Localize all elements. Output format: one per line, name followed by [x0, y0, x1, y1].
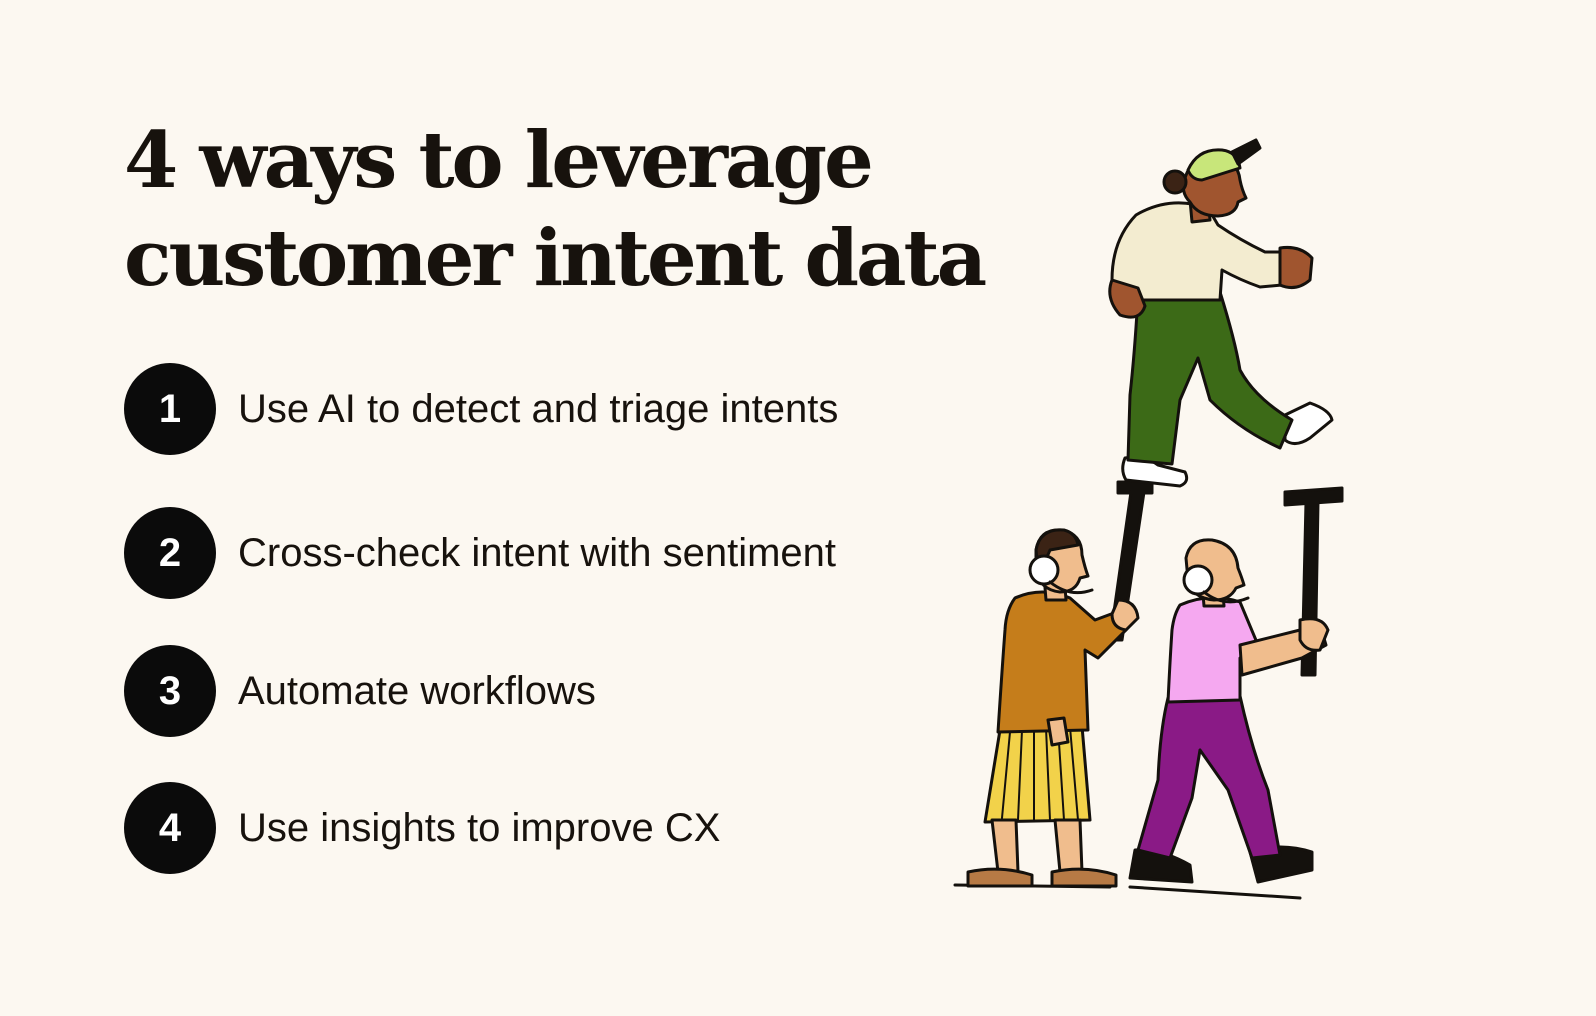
hand-left-lower [1046, 716, 1070, 747]
ground-line-right [1128, 885, 1302, 900]
page-title-line-1: 4 ways to leverage [124, 115, 874, 206]
shoe-front [1283, 401, 1334, 445]
pants-purple [1136, 694, 1282, 860]
hand-left-person [1110, 598, 1140, 632]
list-item: 3 Automate workflows [124, 643, 596, 739]
sweater-brown [996, 590, 1128, 734]
skirt-pleats [1001, 726, 1079, 821]
headset-right-icon [1182, 564, 1214, 596]
list-item: 1 Use AI to detect and triage intents [124, 361, 838, 457]
headset-mic-right [1202, 590, 1250, 604]
cap-brim [1230, 138, 1262, 166]
leg-left-b [1053, 818, 1084, 874]
list-item-label: Automate workflows [238, 668, 596, 713]
hand-back [1108, 278, 1147, 319]
leg-left-a [990, 818, 1020, 874]
hair-bun [1162, 169, 1188, 195]
hand-front [1278, 246, 1314, 290]
team-stilts-illustration [940, 130, 1370, 915]
list-item: 4 Use insights to improve CX [124, 780, 720, 876]
number-badge: 3 [124, 645, 216, 737]
number-badge: 2 [124, 507, 216, 599]
list-item: 2 Cross-check intent with sentiment [124, 505, 836, 601]
sandal-left-b [1050, 867, 1118, 888]
sandal-left-a [966, 867, 1034, 888]
list-item-label: Use AI to detect and triage intents [238, 386, 839, 431]
headset-mic-left [1048, 580, 1094, 595]
number-badge: 1 [124, 363, 216, 455]
pants-green [1126, 290, 1294, 466]
illustration-svg [953, 138, 1344, 900]
number-badge: 4 [124, 782, 216, 874]
hand-right-person [1298, 617, 1330, 652]
page-title-line-2: customer intent data [124, 213, 987, 304]
headset-left-icon [1028, 554, 1060, 586]
list-item-label: Use insights to improve CX [238, 805, 721, 850]
page-title: 4 ways to leverage customer intent data [124, 112, 987, 308]
stilt-foot-right [1283, 486, 1344, 507]
list-item-label: Cross-check intent with sentiment [238, 530, 837, 575]
